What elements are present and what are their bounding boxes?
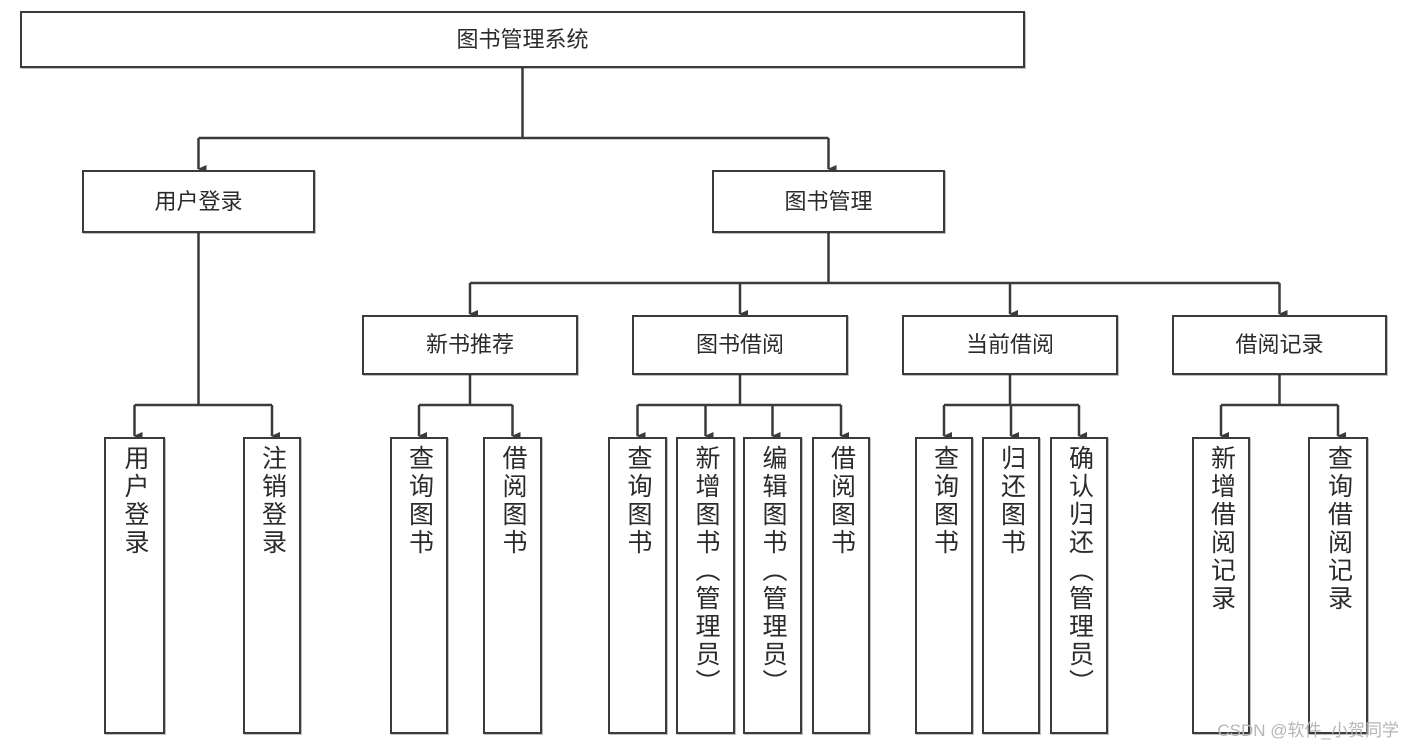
node-label: 注销登录 <box>258 445 287 557</box>
node-leaf-query-book-3[interactable]: 查询图书 <box>915 437 973 734</box>
node-label: 借阅记录 <box>1235 332 1324 358</box>
node-book-borrow[interactable]: 图书借阅 <box>632 315 848 375</box>
node-leaf-query-book-1[interactable]: 查询图书 <box>390 437 448 734</box>
node-label: 用户登录 <box>154 188 243 214</box>
node-label: 编辑图书（管理员） <box>759 445 787 697</box>
node-label: 图书借阅 <box>695 332 784 358</box>
node-label: 查询图书 <box>930 445 959 557</box>
node-label: 查询图书 <box>624 445 652 557</box>
node-label: 查询借阅记录 <box>1324 445 1353 613</box>
node-label: 确认归还（管理员） <box>1065 445 1094 697</box>
node-label: 新增图书（管理员） <box>692 445 720 697</box>
node-label: 归还图书 <box>997 445 1026 557</box>
node-leaf-return-book[interactable]: 归还图书 <box>982 437 1040 734</box>
node-label: 新增借阅记录 <box>1207 445 1236 613</box>
node-borrow-record[interactable]: 借阅记录 <box>1172 315 1387 375</box>
node-leaf-query-record[interactable]: 查询借阅记录 <box>1308 437 1368 734</box>
node-current-borrow[interactable]: 当前借阅 <box>902 315 1118 375</box>
node-label: 新书推荐 <box>425 332 514 358</box>
node-label: 用户登录 <box>121 445 149 557</box>
node-label: 借阅图书 <box>827 445 856 557</box>
node-label: 借阅图书 <box>499 445 527 557</box>
node-leaf-user-logout[interactable]: 注销登录 <box>243 437 301 734</box>
node-leaf-borrow-book-1[interactable]: 借阅图书 <box>483 437 542 734</box>
node-label: 图书管理系统 <box>456 26 589 52</box>
node-leaf-add-book[interactable]: 新增图书（管理员） <box>676 437 735 734</box>
node-label: 查询图书 <box>405 445 434 557</box>
node-root[interactable]: 图书管理系统 <box>20 11 1025 68</box>
node-leaf-add-record[interactable]: 新增借阅记录 <box>1192 437 1250 734</box>
node-book-manage[interactable]: 图书管理 <box>712 170 945 233</box>
node-leaf-query-book-2[interactable]: 查询图书 <box>608 437 667 734</box>
node-label: 图书管理 <box>784 188 873 214</box>
node-leaf-user-login[interactable]: 用户登录 <box>104 437 165 734</box>
node-user-login[interactable]: 用户登录 <box>82 170 315 233</box>
node-new-book-rec[interactable]: 新书推荐 <box>362 315 578 375</box>
node-leaf-confirm-return[interactable]: 确认归还（管理员） <box>1050 437 1108 734</box>
node-label: 当前借阅 <box>965 332 1054 358</box>
node-leaf-borrow-book-2[interactable]: 借阅图书 <box>812 437 870 734</box>
node-leaf-edit-book[interactable]: 编辑图书（管理员） <box>743 437 802 734</box>
watermark: CSDN @软件_小贺同学 <box>1217 721 1399 740</box>
